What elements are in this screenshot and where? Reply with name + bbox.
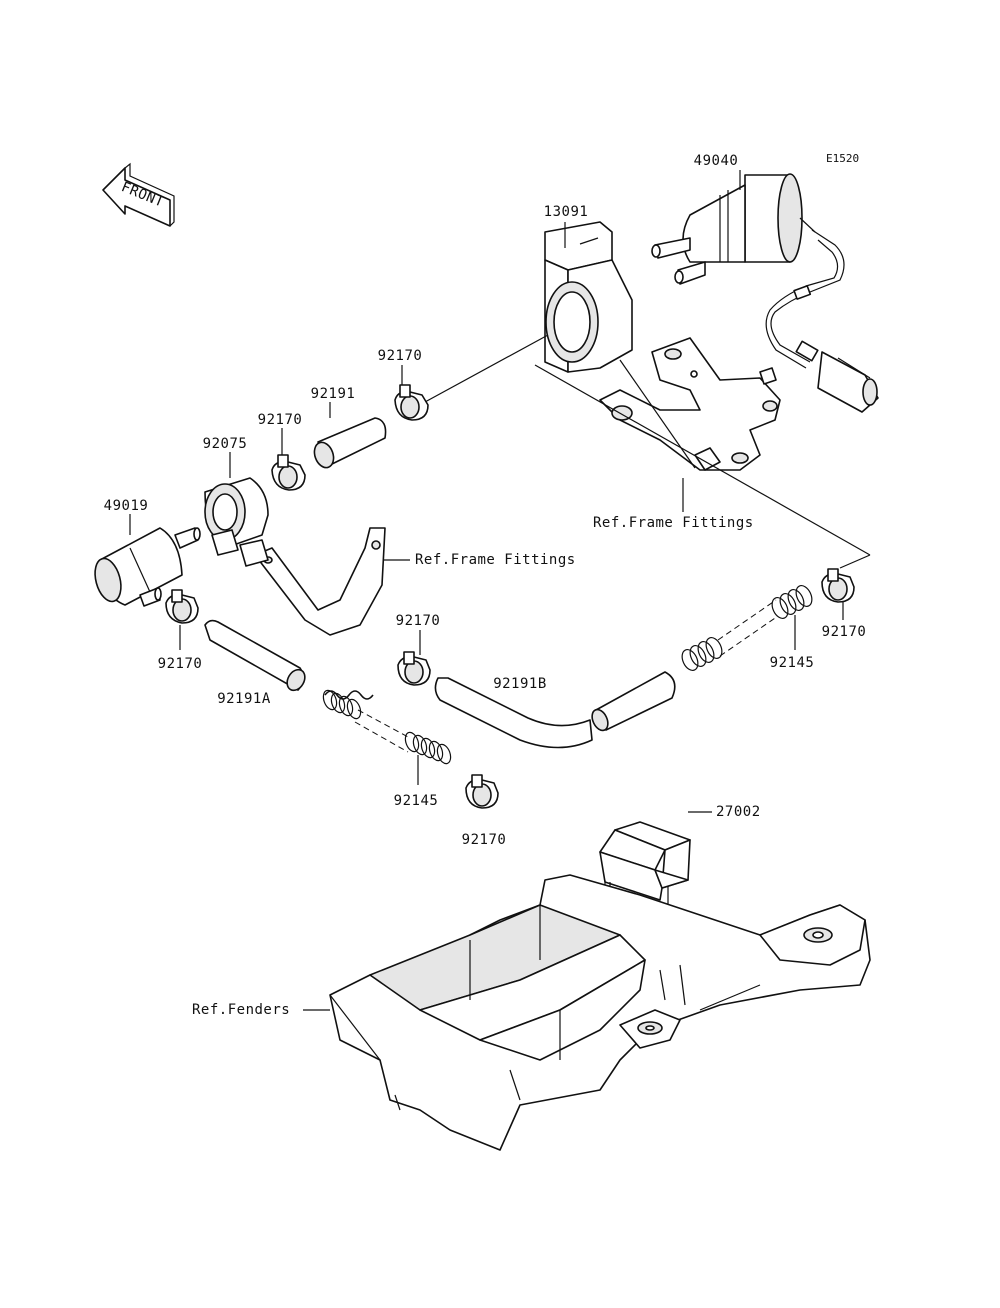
- clamp-92170-center: [397, 651, 431, 686]
- label-92170-upper: 92170: [378, 348, 423, 364]
- hose-92191A: [204, 619, 306, 692]
- clamp-92170-upper: [394, 384, 429, 421]
- label-92170-left: 92170: [158, 656, 203, 672]
- fuel-pump-49040: [651, 173, 816, 285]
- spring-92145-c: [681, 637, 723, 671]
- label-92191A: 92191A: [217, 691, 271, 707]
- clamp-92170-bottom: [465, 774, 499, 809]
- label-49040: 49040: [694, 153, 739, 169]
- label-92191B: 92191B: [493, 676, 547, 692]
- hose-92191B: [434, 671, 676, 749]
- label-92145-left: 92145: [394, 793, 439, 809]
- pump-wiring: [765, 229, 879, 413]
- spring-92145-a: [322, 689, 374, 720]
- label-ref-fenders: Ref.Fenders: [192, 1002, 290, 1018]
- spring-92145-d: [771, 585, 813, 619]
- label-ref-frame-fittings-right: Ref.Frame Fittings: [593, 515, 754, 531]
- clamp-92170-mid: [271, 454, 306, 491]
- fuel-filter-49019: [94, 527, 201, 607]
- label-92191: 92191: [311, 386, 356, 402]
- clamp-92170-left: [165, 589, 199, 624]
- label-92145-right: 92145: [770, 655, 815, 671]
- frame-bracket-left: [239, 527, 386, 636]
- frame-bracket-right: [599, 337, 781, 471]
- clamp-92170-right: [821, 568, 855, 603]
- label-92170-center: 92170: [396, 613, 441, 629]
- label-27002: 27002: [716, 804, 761, 820]
- holder-92075: [204, 477, 269, 556]
- label-13091: 13091: [544, 204, 589, 220]
- relay-27002: [599, 821, 691, 905]
- front-arrow-icon: FRONT: [102, 162, 175, 227]
- fender-tray: [329, 874, 871, 1151]
- label-92170-right: 92170: [822, 624, 867, 640]
- leader-lines: [129, 170, 871, 1011]
- spring-92145-b: [404, 731, 452, 765]
- label-92170-mid: 92170: [258, 412, 303, 428]
- diagram-code: E1520: [826, 152, 859, 165]
- pump-holder-13091: [544, 221, 633, 373]
- hose-92191: [313, 417, 387, 469]
- label-92170-bottom: 92170: [462, 832, 507, 848]
- label-49019: 49019: [104, 498, 149, 514]
- label-ref-frame-fittings-left: Ref.Frame Fittings: [415, 552, 576, 568]
- label-92075: 92075: [203, 436, 248, 452]
